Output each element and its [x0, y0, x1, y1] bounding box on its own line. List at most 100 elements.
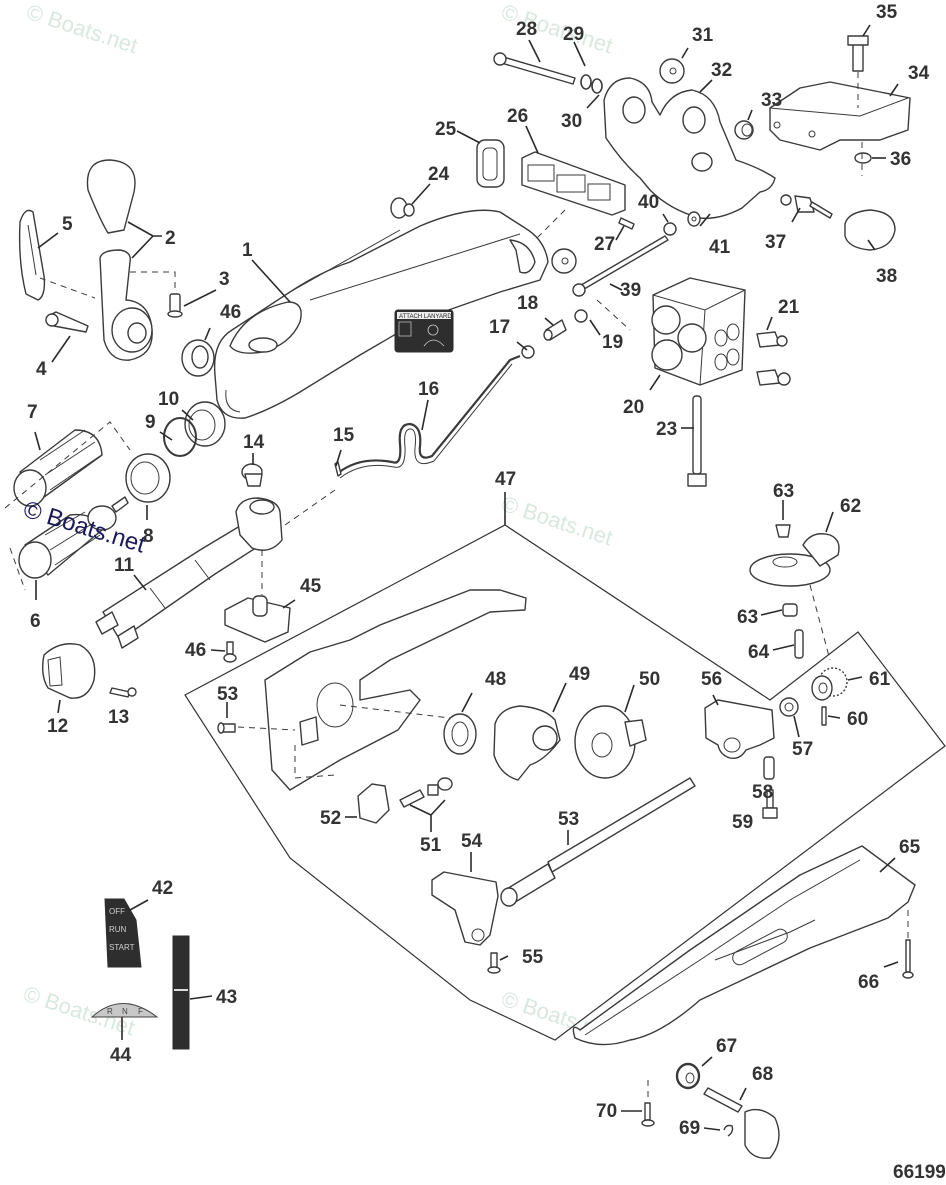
callout-3: 3: [219, 269, 230, 290]
callout-53-bolt: 53: [217, 684, 238, 705]
part-65-bottom-cover: [572, 845, 916, 1046]
part-46-bolt: [223, 641, 237, 663]
callout-42: 42: [152, 878, 173, 899]
callout-28: 28: [516, 19, 537, 40]
leader-35: [862, 24, 871, 37]
part-61-gear: [811, 667, 848, 701]
callout-13: 13: [108, 707, 129, 728]
part-51-spring-plunger: [399, 777, 453, 808]
leader-62: [825, 511, 834, 533]
part-25-cap: [476, 139, 505, 188]
leader-27: [615, 225, 625, 241]
lanyard-decal: ATTACH LANYARD: [394, 309, 454, 353]
decal-text-run: RUN: [109, 925, 127, 934]
callout-66: 66: [858, 972, 879, 993]
part-63-bushing: [782, 603, 798, 617]
figure-number: 66199: [893, 1162, 946, 1183]
leader-17: [516, 341, 528, 351]
leader-31: [681, 47, 689, 59]
callout-58: 58: [752, 782, 773, 803]
callout-31: 31: [692, 25, 714, 46]
callout-32: 32: [711, 60, 732, 81]
callout-67: 67: [716, 1036, 737, 1057]
callout-47: 47: [495, 469, 516, 490]
part-44-shift-decal: R N F: [90, 1003, 159, 1018]
part-12-end-cap: [41, 643, 96, 699]
callout-52: 52: [320, 808, 341, 829]
leader-12: [57, 699, 61, 714]
part-60-pin: [821, 706, 827, 726]
callout-48: 48: [485, 669, 506, 690]
part-66-screw: [902, 910, 914, 979]
leader-46a: [204, 327, 211, 341]
leader-34: [889, 83, 899, 97]
leader-18: [544, 317, 554, 326]
callout-leaders: [34, 24, 899, 1131]
leader-48: [461, 692, 473, 713]
leader-51: [409, 799, 446, 832]
leader-66: [883, 961, 899, 968]
callout-43: 43: [216, 987, 237, 1008]
part-67-grommet: [675, 1062, 701, 1090]
leader-68: [739, 1087, 747, 1101]
leader-3: [183, 289, 217, 307]
callout-25: 25: [435, 119, 457, 140]
part-11-tiller-shaft: [95, 489, 336, 649]
part-2-shift-handle: [39, 159, 176, 361]
part-50-gear-assy: [574, 705, 647, 779]
leader-16: [421, 399, 429, 431]
callout-2: 2: [165, 228, 176, 249]
part-4-bolt: [45, 311, 89, 333]
part-33-nut: [734, 120, 754, 140]
leader-57: [793, 715, 800, 738]
callout-61: 61: [869, 669, 891, 690]
callout-37: 37: [765, 232, 786, 253]
part-32-swivel-bracket: [603, 77, 776, 219]
part-6-grip: [18, 511, 103, 579]
part-62-gear-assy: [749, 533, 840, 661]
callout-35: 35: [876, 2, 898, 23]
callout-53-shaft: 53: [558, 809, 579, 830]
group-47-bracket: [237, 589, 527, 791]
leader-37: [791, 207, 801, 223]
part-36-nut: [854, 142, 872, 176]
callout-62: 62: [840, 496, 861, 517]
part-24-grommet: [390, 197, 415, 219]
part-46-bushing: [181, 339, 215, 377]
decal-text-r: R: [107, 1007, 113, 1016]
callout-10: 10: [158, 389, 179, 410]
leader-10: [181, 409, 194, 421]
part-29-30-washers: [580, 74, 603, 94]
part-3-pin: [167, 293, 183, 318]
callout-24: 24: [428, 164, 450, 185]
watermark: © Boats.net: [498, 491, 615, 550]
part-13-pin: [109, 687, 137, 698]
part-21-fittings: [756, 331, 791, 386]
leader-29: [573, 41, 586, 67]
callout-46-lower: 46: [185, 640, 206, 661]
part-53-shaft: [500, 777, 696, 907]
callout-33: 33: [761, 90, 782, 111]
part-42-key-switch-decal: OFF RUN START: [104, 898, 142, 968]
leader-11: [133, 574, 147, 591]
callout-63-upper: 63: [773, 481, 794, 502]
part-20-valve-block: [651, 277, 746, 386]
callout-labels: 1 2 3 4 5 6 7 8 9 10 11 12 13 14 15 16 1…: [27, 2, 930, 1139]
callout-49: 49: [569, 664, 590, 685]
part-70-screw: [641, 1080, 655, 1127]
leader-30: [586, 94, 600, 109]
group-47-outline: [184, 524, 946, 1041]
grip-bracket-dash: [4, 421, 131, 591]
callout-56: 56: [701, 669, 722, 690]
part-23-bolt: [687, 395, 707, 487]
part-34-mount-plate: [769, 81, 911, 151]
callout-14: 14: [243, 432, 265, 453]
callout-64: 64: [748, 642, 770, 663]
callout-1: 1: [242, 240, 253, 261]
part-64-shaft: [794, 629, 804, 659]
callout-21: 21: [778, 297, 800, 318]
leader-65: [879, 857, 896, 873]
leader-33: [747, 109, 753, 121]
callout-51: 51: [420, 835, 442, 856]
